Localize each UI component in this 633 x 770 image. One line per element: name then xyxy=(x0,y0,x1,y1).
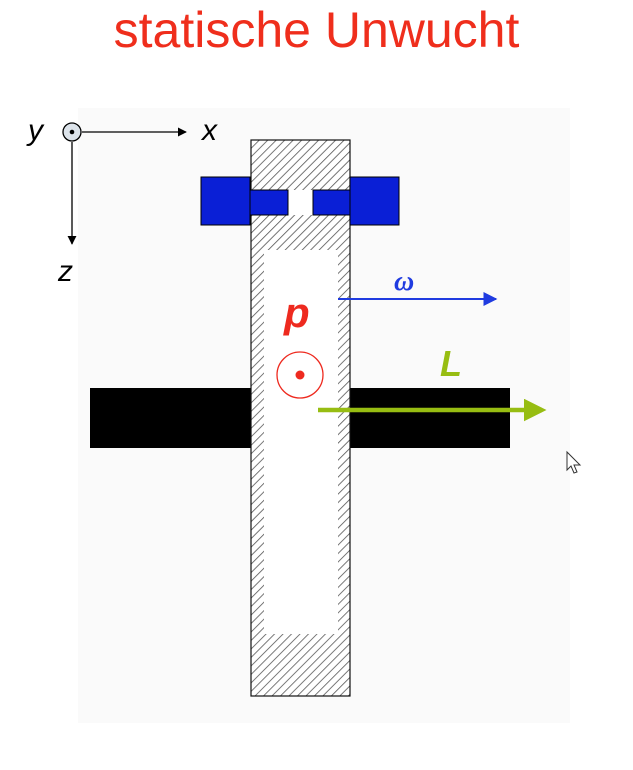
rotor-top-slot xyxy=(288,190,313,215)
bearing-right-block xyxy=(349,176,400,226)
omega-label: ω xyxy=(394,266,414,297)
p-label: p xyxy=(283,289,310,336)
y-axis-label: y xyxy=(26,114,45,147)
rotor-disk xyxy=(250,139,351,697)
bearing-right-pin xyxy=(312,189,351,216)
shaft-right xyxy=(348,388,510,448)
bearing xyxy=(200,176,400,226)
L-label: L xyxy=(440,343,462,384)
shaft-left xyxy=(90,388,253,448)
diagram-title: statische Unwucht xyxy=(113,2,520,58)
bearing-left-block xyxy=(200,176,251,226)
x-axis-label: x xyxy=(200,114,218,147)
z-axis-label: z xyxy=(57,255,73,288)
mouse-cursor-icon xyxy=(566,450,582,474)
coordinate-system: y x z xyxy=(26,114,218,288)
rotor-inner-window xyxy=(264,250,338,634)
bearing-left-pin xyxy=(249,189,289,216)
